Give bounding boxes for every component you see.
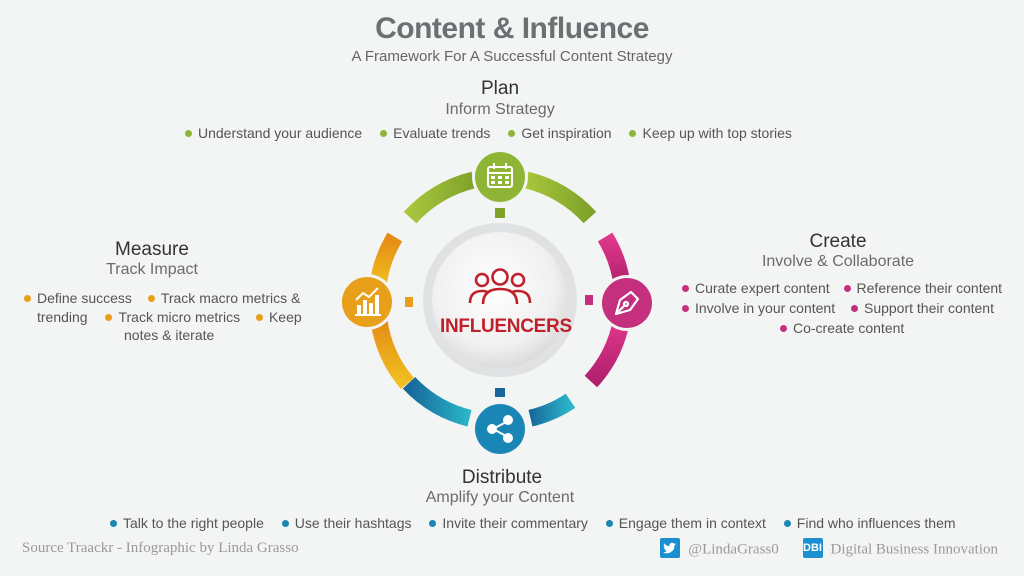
distribute-node <box>472 401 528 457</box>
brand-logo-icon: DBI <box>802 538 823 558</box>
people-group-icon <box>468 268 532 305</box>
list-item: Use their hashtags <box>281 515 412 531</box>
brand-name: Digital Business Innovation <box>830 541 999 558</box>
list-item: Define success <box>24 290 132 306</box>
distribute-arc-right <box>528 393 576 427</box>
measure-arc-bottom <box>370 317 415 390</box>
list-item: Understand your audience <box>185 125 362 141</box>
plan-bullets: Understand your audience Evaluate trends… <box>185 125 792 141</box>
plan-tick <box>495 208 505 218</box>
measure-bullets: Define success Track macro metrics & tre… <box>24 290 324 343</box>
create-subtitle: Involve & Collaborate <box>761 253 915 270</box>
footer-credits: @LindaGrass0 DBI Digital Business Innovat… <box>660 538 999 560</box>
list-item: Curate expert content <box>682 280 830 296</box>
bar-chart-icon <box>355 295 381 316</box>
list-item: Track micro metrics <box>105 309 240 325</box>
list-item: Talk to the right people <box>110 515 264 531</box>
measure-title: Measure <box>115 239 189 260</box>
list-item: Keep up with top stories <box>629 125 792 141</box>
create-arc-bottom <box>584 318 630 388</box>
create-title: Create <box>809 231 867 252</box>
distribute-subtitle: Amplify your Content <box>425 489 575 506</box>
inner-disc <box>432 232 568 368</box>
list-item: Track macro metrics & <box>147 290 300 306</box>
measure-node <box>339 274 395 330</box>
list-item: Co-create content <box>780 320 904 336</box>
distribute-title: Distribute <box>461 467 543 488</box>
plan-arc-right <box>524 171 597 224</box>
create-node <box>599 275 655 331</box>
distribute-bullets: Talk to the right people Use their hasht… <box>110 515 956 531</box>
create-bullets: Curate expert content Reference their co… <box>682 280 1012 336</box>
list-item: Find who influences them <box>783 515 956 531</box>
list-item: Get inspiration <box>508 125 612 141</box>
measure-tick <box>405 297 413 307</box>
create-tick <box>585 295 593 305</box>
share-icon <box>487 415 513 443</box>
page-title: Content & Influence <box>375 12 649 45</box>
measure-subtitle: Track Impact <box>106 261 198 278</box>
list-item: Engage them in context <box>605 515 766 531</box>
list-item: Invite their commentary <box>429 515 588 531</box>
list-item: Reference their content <box>843 280 1002 296</box>
plan-arc-left <box>403 171 476 224</box>
list-item: Keep <box>255 309 302 325</box>
page-subtitle: A Framework For A Successful Content Str… <box>351 48 673 65</box>
pen-nib-icon <box>614 290 640 316</box>
list-item: Involve in your content <box>682 300 835 316</box>
center-label: INFLUENCERS <box>440 316 572 337</box>
distribute-arc-left <box>402 376 472 427</box>
cycle-diagram <box>339 149 655 457</box>
plan-subtitle: Inform Strategy <box>445 101 555 118</box>
calendar-icon <box>487 163 513 188</box>
plan-node <box>472 149 528 205</box>
distribute-tick <box>495 388 505 397</box>
source-credit: Source Traackr - Infographic by Linda Gr… <box>22 540 299 556</box>
list-item: Support their content <box>850 300 994 316</box>
twitter-handle: @LindaGrass0 <box>688 541 779 558</box>
twitter-icon <box>660 538 681 558</box>
plan-title: Plan <box>480 78 520 99</box>
list-item: Evaluate trends <box>380 125 490 141</box>
